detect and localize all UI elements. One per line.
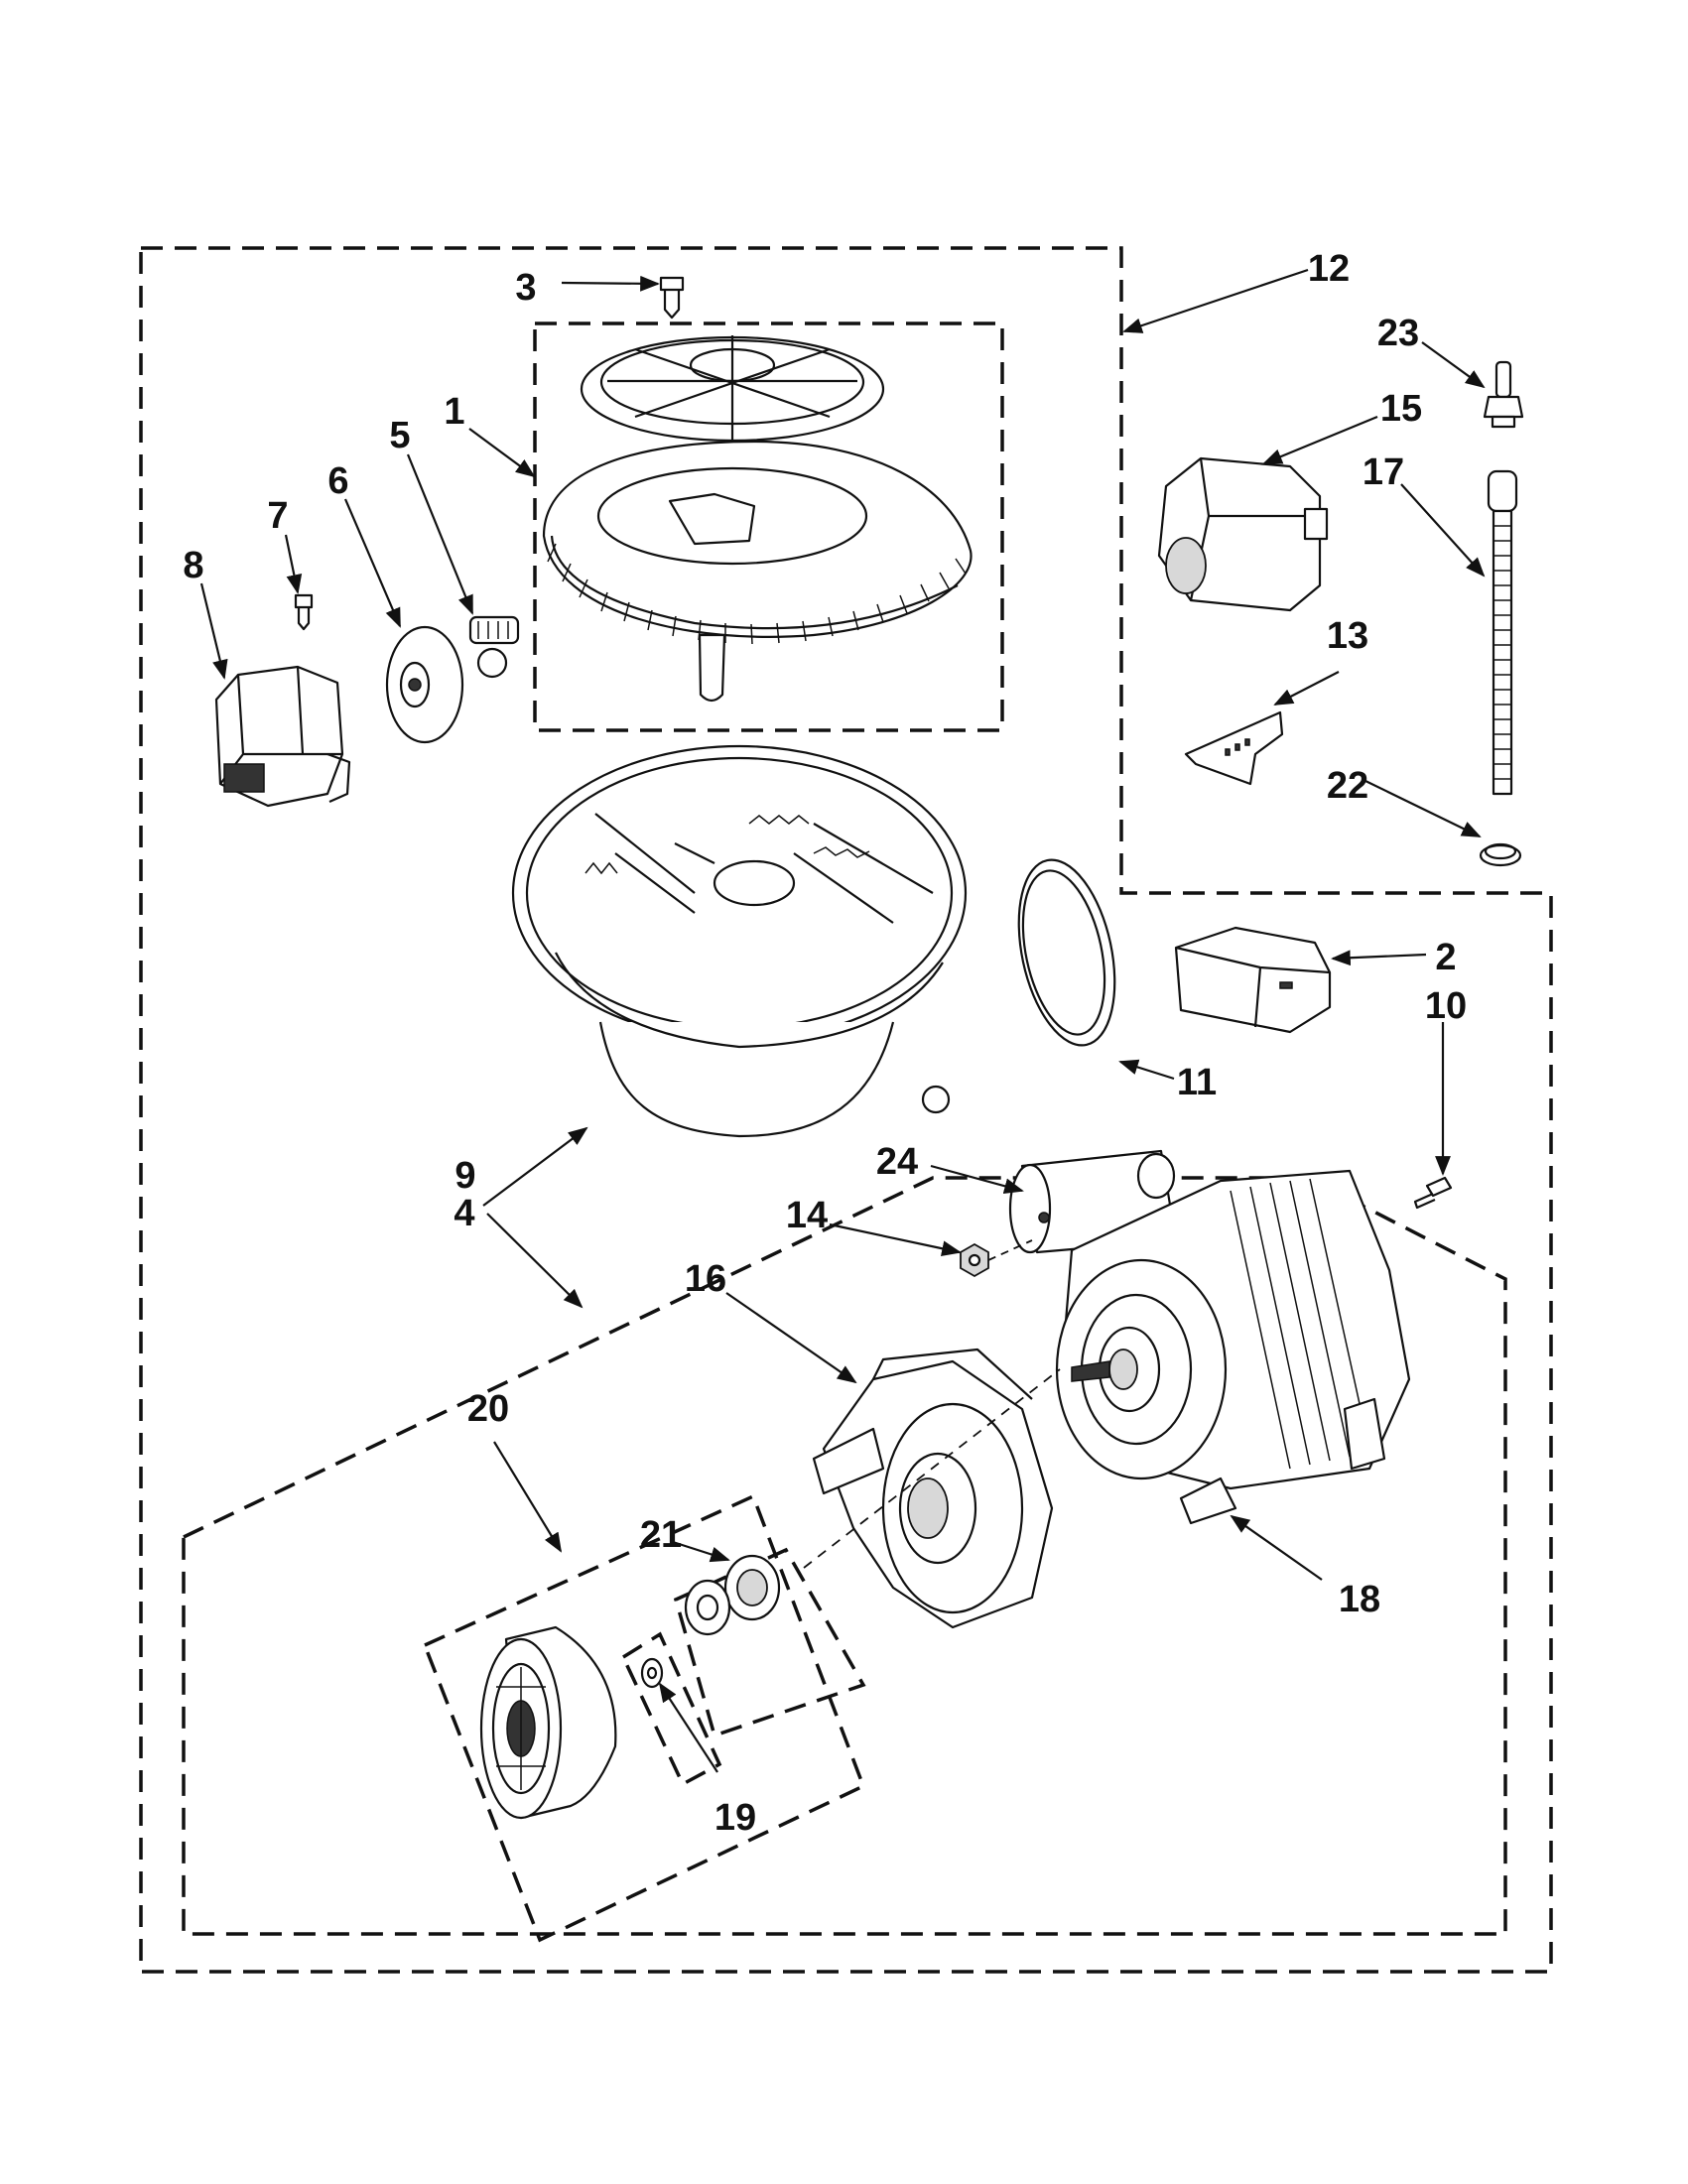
part-11-gasket (1017, 858, 1116, 1047)
assembly-20-boundary (422, 1493, 866, 1943)
callout-21: 21 (640, 1514, 682, 1556)
part-13-bracket (1184, 710, 1284, 786)
part-14-nut (960, 1242, 989, 1278)
callout-1: 1 (444, 391, 464, 433)
callout-23: 23 (1377, 313, 1419, 354)
part-3-screw (659, 276, 685, 320)
part-23-sensor (1483, 360, 1524, 429)
callout-11: 11 (1177, 1062, 1217, 1103)
part-22-clamp (1479, 842, 1522, 867)
callout-8: 8 (183, 545, 203, 586)
callout-4: 4 (454, 1193, 474, 1234)
callout-2: 2 (1435, 937, 1456, 978)
part-20-impeller (479, 1625, 617, 1820)
part-21-seal (684, 1554, 781, 1636)
assembly-12-boundary (139, 246, 1553, 1974)
part-17-hose (1487, 469, 1518, 796)
part-18-motor (1055, 1169, 1411, 1525)
part-10-screw (1413, 1176, 1453, 1210)
callout-12: 12 (1308, 248, 1350, 290)
callout-10: 10 (1425, 985, 1467, 1027)
part-19-washer (640, 1657, 664, 1689)
callout-18: 18 (1339, 1579, 1380, 1620)
callout-6: 6 (327, 460, 348, 502)
callout-20: 20 (467, 1388, 509, 1430)
leader-lines (199, 268, 1486, 1773)
callout-3: 3 (515, 267, 536, 309)
callout-16: 16 (685, 1258, 726, 1300)
callout-15: 15 (1380, 388, 1422, 430)
callout-19: 19 (714, 1797, 756, 1839)
callout-9: 9 (454, 1155, 475, 1197)
part-4-sump (511, 744, 968, 1138)
part-8-housing (214, 665, 351, 808)
part-16-pump-housing (812, 1348, 1054, 1629)
callout-labels: 3 12 23 15 17 1 5 6 7 8 13 22 2 10 11 4 … (183, 248, 1467, 1839)
callout-17: 17 (1363, 451, 1404, 493)
part-6-disc (385, 625, 464, 744)
callout-22: 22 (1327, 765, 1368, 807)
callout-14: 14 (786, 1195, 828, 1236)
part-7-screw (294, 593, 314, 631)
callout-5: 5 (389, 415, 410, 456)
shaft-axis-line (803, 1368, 1061, 1569)
part-5-clip (468, 615, 520, 679)
part-1-filter-assembly (542, 335, 973, 703)
callout-7: 7 (267, 495, 288, 537)
part-2-housing (1174, 926, 1332, 1034)
assembly-9-boundary (182, 1176, 1507, 1936)
callout-24: 24 (876, 1141, 918, 1183)
part-15-drain-pump (1157, 456, 1329, 612)
callout-13: 13 (1327, 615, 1368, 657)
assembly-19-boundary (620, 1631, 722, 1787)
